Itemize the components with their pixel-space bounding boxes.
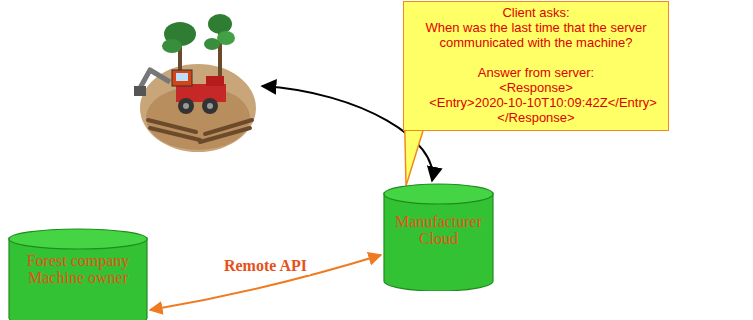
callout-text: <Entry>2020-10-10T10:09:42Z</Entry> bbox=[410, 95, 662, 110]
callout-text: When was the last time that the server c… bbox=[410, 20, 662, 50]
node-label: Manufacturer Cloud bbox=[389, 213, 489, 247]
logs bbox=[148, 120, 252, 142]
database-cylinder: Manufacturer Cloud bbox=[383, 183, 494, 291]
ground bbox=[140, 64, 256, 152]
callout-text: <Response> bbox=[410, 80, 662, 95]
callout-text: Client asks: bbox=[410, 5, 662, 20]
connector-label: Remote API bbox=[221, 257, 310, 275]
node-label: Forest company Machine owner bbox=[16, 252, 140, 286]
callout-text: </Response> bbox=[410, 110, 662, 125]
connector bbox=[150, 255, 381, 310]
database-cylinder: Forest company Machine owner bbox=[8, 228, 148, 320]
callout-box: Client asks:When was the last time that … bbox=[403, 1, 669, 131]
harvester bbox=[134, 70, 226, 114]
callout-text: Answer from server: bbox=[410, 65, 662, 80]
